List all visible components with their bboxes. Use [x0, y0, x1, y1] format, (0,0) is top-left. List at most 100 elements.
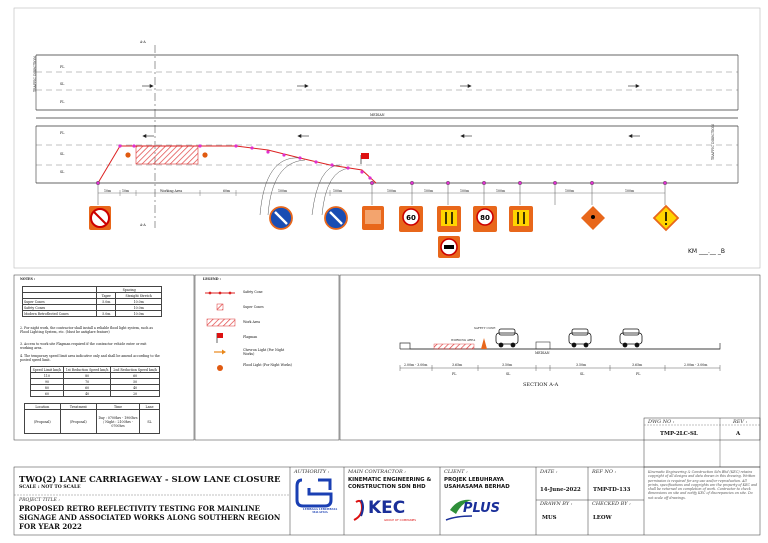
- distance-label: Working Area: [160, 189, 183, 193]
- traffic-arrows-bottom: [142, 134, 640, 138]
- contractor-label: MAIN CONTRACTOR :: [348, 469, 406, 475]
- men-at-work-sign: [581, 206, 605, 230]
- traffic-arrows-top: [142, 84, 640, 88]
- section-marker-top: A-A: [140, 40, 146, 44]
- table-cell: Modern Retroflected Cones: [21, 310, 98, 317]
- section-barrier-label: SAFETY CONE: [474, 326, 496, 330]
- client-name: PROJEK LEBUHRAYA USAHASAMA BERHAD: [444, 477, 510, 490]
- distance-label: 100m: [496, 189, 506, 193]
- svg-text:60: 60: [406, 214, 416, 222]
- project-title-label: PROJECT TITLE :: [19, 498, 60, 503]
- distance-label: 100m: [333, 189, 343, 193]
- contractor-name: KINEMATIC ENGINEERING & CONSTRUCTION SDN…: [348, 477, 432, 490]
- road-closed-sign: [89, 206, 111, 230]
- drawnby-label: DRAWN BY :: [540, 501, 573, 507]
- date-value: 14-June-2022: [540, 487, 581, 493]
- lane-closed-sign-1: [437, 206, 461, 232]
- lane-closed-sign-2: [509, 206, 533, 232]
- legend-flagman-icon: [216, 333, 223, 343]
- section-subdim: FL: [636, 372, 641, 376]
- legend-label: Work Area: [243, 320, 261, 324]
- drawnby-value: MUS: [542, 515, 557, 521]
- kec-logo-text: KEC: [368, 498, 406, 518]
- refno-label: REF NO :: [592, 469, 617, 475]
- authority-label: AUTHORITY :: [294, 469, 330, 475]
- checkedby-label: CHECKED BY :: [592, 501, 631, 507]
- refno-value: TMP-TD-133: [593, 487, 631, 493]
- rev-value: A: [736, 431, 741, 437]
- lane-label-bottom-3: SL: [60, 170, 65, 174]
- legend-super-cone-icon: [216, 303, 224, 311]
- work-ahead-sign-1: [362, 206, 384, 230]
- distance-label: 10m: [122, 189, 130, 193]
- legend-label: Safety Cone: [243, 290, 263, 294]
- section-work-area: [433, 343, 475, 350]
- flood-light-arcs: [259, 157, 351, 216]
- lane-label-bottom-2: SL: [60, 152, 65, 156]
- km-label: KM ___.__ _B: [688, 248, 725, 255]
- table-cell: 20: [110, 390, 160, 397]
- legend-chevron-light-icon: [214, 349, 226, 355]
- legend-label: Flood Light (For Night Works): [243, 363, 292, 367]
- note-2: 2. For night work, the contractor shall …: [20, 326, 153, 334]
- drawing-scale: SCALE : NOT TO SCALE: [19, 485, 81, 490]
- keep-left-sign-2: [324, 206, 348, 230]
- lane-label-top-3: FL: [60, 100, 65, 104]
- section-subdim: SL: [580, 372, 585, 376]
- section-dim: 2.00m - 3.00m: [404, 363, 428, 367]
- rev-label: REV :: [733, 419, 748, 425]
- car-icon: [495, 328, 519, 348]
- distance-label: 100m: [460, 189, 470, 193]
- distance-label: 60m: [223, 189, 231, 193]
- section-dim: 2.00m - 3.00m: [684, 363, 708, 367]
- car-icon: [619, 328, 643, 348]
- keep-left-sign-1: [269, 206, 293, 230]
- median-block: [535, 341, 551, 350]
- distance-label: 100m: [424, 189, 434, 193]
- flagman: [360, 153, 369, 164]
- speed-limit-80-sign: 80: [473, 206, 497, 232]
- lane-label-top-2: SL: [60, 82, 65, 86]
- authority-logo-text: LEMBAGA LEBUHRAYA MALAYSIA: [302, 508, 338, 514]
- legend-flood-light-icon: [217, 365, 223, 371]
- section-work-area-label: WORKING AREA: [451, 338, 476, 342]
- legend-work-area-icon: [206, 318, 236, 327]
- table-cell: SL: [139, 409, 160, 434]
- lane-label-bottom-1: FL: [60, 131, 65, 135]
- project-title: PROPOSED RETRO REFLECTIVITY TESTING FOR …: [19, 504, 281, 531]
- note-3: 3. Access to work site Flagman required …: [20, 342, 147, 350]
- flood-lights: [125, 152, 208, 158]
- section-dim: 3.65m: [632, 363, 643, 367]
- table-cell: 40: [62, 390, 112, 397]
- date-label: DATE :: [540, 469, 558, 475]
- legend-label: Chevron Light (For Night Works): [243, 348, 285, 356]
- table-cell: (Proposal): [59, 409, 98, 434]
- lane-label-top-1: FL: [60, 65, 65, 69]
- note-4: 4. The temporary speed limit area indica…: [20, 354, 160, 362]
- legend-label: Super Cones: [243, 305, 264, 309]
- copyright-note: Kinematic Engineering & Construction Sdn…: [648, 470, 758, 500]
- distance-label: 100m: [565, 189, 575, 193]
- section-median-label: MEDIAN: [535, 351, 550, 355]
- table-cell: 10.0m: [115, 310, 162, 317]
- table-cell: (Proposal): [24, 409, 61, 434]
- dwgno-value: TMP-2LC-SL: [660, 431, 698, 437]
- no-entry-sign: [438, 236, 460, 258]
- sign-post-markers: [95, 180, 668, 205]
- median-label: MEDIAN: [370, 113, 385, 117]
- distance-label: 100m: [278, 189, 288, 193]
- dwgno-label: DWG NO :: [648, 419, 675, 425]
- section-subdim: FL: [452, 372, 457, 376]
- client-label: CLIENT :: [444, 469, 468, 475]
- notes-heading: NOTES :: [20, 277, 36, 281]
- section-title: SECTION A-A: [523, 382, 559, 388]
